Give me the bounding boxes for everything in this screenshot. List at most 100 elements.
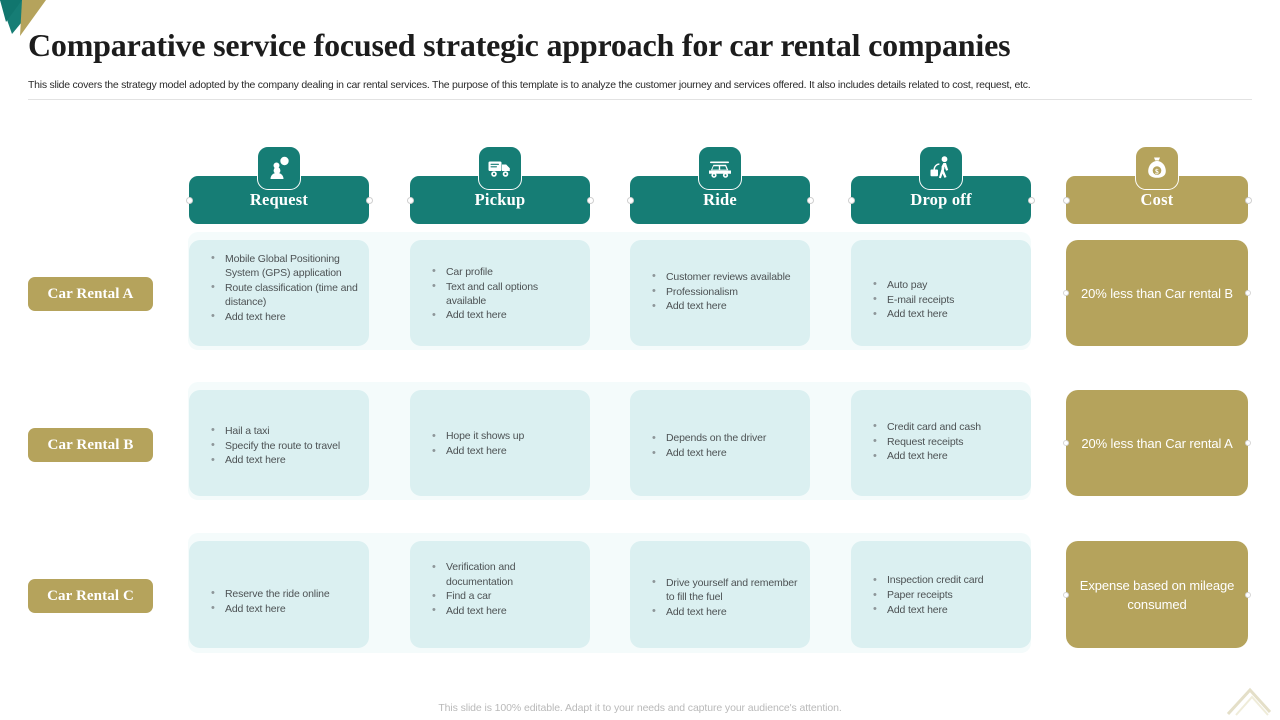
column-header-cost[interactable]: $ Cost bbox=[1062, 146, 1252, 224]
matrix-cell[interactable]: Customer reviews availableProfessionalis… bbox=[630, 240, 810, 346]
column-header-label: Pickup bbox=[474, 190, 526, 209]
connector-dot bbox=[1063, 591, 1069, 598]
bullet-item: Add text here bbox=[432, 603, 580, 618]
bullet-item: Add text here bbox=[873, 449, 1021, 463]
bullet-item: Inspection credit card bbox=[873, 573, 1021, 587]
matrix-cell[interactable]: Hope it shows upAdd text here bbox=[410, 390, 590, 496]
bullet-list: Verification and documentationFind a car… bbox=[410, 560, 590, 618]
bullet-item: Car profile bbox=[432, 264, 580, 279]
matrix-cell[interactable]: Drive yourself and remember to fill the … bbox=[630, 541, 810, 648]
cost-text: Expense based on mileage consumed bbox=[1079, 577, 1235, 612]
column-header-drop-off[interactable]: Drop off bbox=[847, 146, 1035, 224]
matrix-cell[interactable]: Credit card and cashRequest receiptsAdd … bbox=[851, 390, 1031, 496]
money-bag-icon: $ bbox=[1135, 146, 1179, 190]
bullet-item: Add text here bbox=[873, 602, 1021, 617]
matrix-cell[interactable]: Hail a taxiSpecify the route to travelAd… bbox=[189, 390, 369, 496]
connector-dot bbox=[365, 196, 373, 204]
bullet-item: Mobile Global Positioning System (GPS) a… bbox=[211, 251, 359, 280]
bullet-list: Hope it shows upAdd text here bbox=[410, 429, 590, 458]
column-header-ride[interactable]: Ride bbox=[626, 146, 814, 224]
svg-text:$: $ bbox=[1155, 167, 1159, 176]
bullet-item: Auto pay bbox=[873, 277, 1021, 292]
bullet-item: Add text here bbox=[873, 307, 1021, 321]
bullet-item: Add text here bbox=[211, 601, 359, 616]
connector-dot bbox=[626, 196, 634, 204]
bullet-item: E-mail receipts bbox=[873, 292, 1021, 307]
column-header-label: Drop off bbox=[910, 190, 972, 209]
bullet-list: Drive yourself and remember to fill the … bbox=[630, 575, 810, 620]
matrix-cell[interactable]: Verification and documentationFind a car… bbox=[410, 541, 590, 648]
column-header-request[interactable]: Request bbox=[185, 146, 373, 224]
bullet-item: Drive yourself and remember to fill the … bbox=[652, 575, 800, 604]
bullet-item: Add text here bbox=[211, 453, 359, 467]
bullet-item: Verification and documentation bbox=[432, 560, 580, 588]
matrix-cell[interactable]: Reserve the ride onlineAdd text here bbox=[189, 541, 369, 648]
bullet-item: Reserve the ride online bbox=[211, 586, 359, 601]
column-header-label: Cost bbox=[1140, 190, 1174, 209]
connector-dot bbox=[1062, 196, 1070, 204]
bullet-item: Find a car bbox=[432, 589, 580, 603]
matrix-cell[interactable]: Car profileText and call options availab… bbox=[410, 240, 590, 346]
column-header-label: Request bbox=[249, 190, 309, 209]
bullet-item: Add text here bbox=[652, 604, 800, 619]
connector-dot bbox=[185, 196, 193, 204]
matrix-cell[interactable]: Auto payE-mail receiptsAdd text here bbox=[851, 240, 1031, 346]
cost-cell[interactable]: 20% less than Car rental B bbox=[1063, 240, 1251, 346]
row-label-text: Car Rental B bbox=[47, 436, 134, 453]
connector-dot bbox=[1245, 290, 1251, 296]
title-divider bbox=[28, 99, 1252, 100]
row-label-text: Car Rental A bbox=[47, 285, 134, 302]
bullet-list: Mobile Global Positioning System (GPS) a… bbox=[189, 251, 369, 325]
bullet-list: Car profileText and call options availab… bbox=[410, 264, 590, 323]
page-subtitle: This slide covers the strategy model ado… bbox=[28, 79, 1031, 91]
car-ride-icon bbox=[698, 146, 742, 190]
cost-cell[interactable]: Expense based on mileage consumed bbox=[1063, 541, 1251, 648]
bullet-item: Route classification (time and distance) bbox=[211, 280, 359, 309]
row-label-car-rental-c[interactable]: Car Rental C bbox=[28, 579, 153, 613]
delivery-truck-icon bbox=[478, 146, 522, 190]
cost-text: 20% less than Car rental A bbox=[1081, 435, 1233, 451]
bullet-list: Hail a taxiSpecify the route to travelAd… bbox=[189, 423, 369, 468]
bullet-item: Depends on the driver bbox=[652, 431, 800, 445]
bullet-item: Add text here bbox=[652, 445, 800, 460]
cost-text: 20% less than Car rental B bbox=[1080, 285, 1234, 301]
connector-dot bbox=[806, 196, 814, 204]
connector-dot bbox=[406, 196, 414, 204]
bullet-item: Specify the route to travel bbox=[211, 438, 359, 453]
bullet-list: Customer reviews availableProfessionalis… bbox=[630, 269, 810, 314]
bullet-list: Reserve the ride onlineAdd text here bbox=[189, 586, 369, 616]
row-label-car-rental-b[interactable]: Car Rental B bbox=[28, 428, 153, 462]
person-speech-bubbles-icon bbox=[257, 146, 301, 190]
bullet-item: Add text here bbox=[211, 309, 359, 324]
footer-note: This slide is 100% editable. Adapt it to… bbox=[438, 702, 842, 714]
connector-dot bbox=[1245, 440, 1251, 446]
bullet-item: Customer reviews available bbox=[652, 269, 800, 284]
bullet-item: Add text here bbox=[652, 299, 800, 313]
connector-dot bbox=[1063, 440, 1069, 446]
connector-dot bbox=[847, 196, 855, 204]
row-label-text: Car Rental C bbox=[47, 587, 134, 604]
bullet-item: Credit card and cash bbox=[873, 419, 1021, 434]
bullet-item: Hope it shows up bbox=[432, 429, 580, 443]
matrix-cell[interactable]: Inspection credit cardPaper receiptsAdd … bbox=[851, 541, 1031, 648]
bullet-item: Hail a taxi bbox=[211, 423, 359, 438]
corner-decoration-bottom-right bbox=[1226, 687, 1272, 716]
cost-cell[interactable]: 20% less than Car rental A bbox=[1063, 390, 1251, 496]
connector-dot bbox=[1245, 591, 1251, 598]
matrix-cell[interactable]: Mobile Global Positioning System (GPS) a… bbox=[189, 240, 369, 346]
column-header-pickup[interactable]: Pickup bbox=[406, 146, 594, 224]
bullet-item: Add text here bbox=[432, 308, 580, 322]
bullet-item: Add text here bbox=[432, 443, 580, 458]
bullet-item: Paper receipts bbox=[873, 588, 1021, 602]
matrix-cell[interactable]: Depends on the driverAdd text here bbox=[630, 390, 810, 496]
corner-decoration-top-left bbox=[0, 0, 46, 36]
bullet-item: Request receipts bbox=[873, 434, 1021, 449]
row-label-car-rental-a[interactable]: Car Rental A bbox=[28, 277, 153, 311]
page-title: Comparative service focused strategic ap… bbox=[28, 27, 1011, 63]
column-header-label: Ride bbox=[703, 190, 737, 209]
bullet-list: Depends on the driverAdd text here bbox=[630, 431, 810, 460]
connector-dot bbox=[1063, 290, 1069, 296]
bullet-item: Professionalism bbox=[652, 284, 800, 299]
